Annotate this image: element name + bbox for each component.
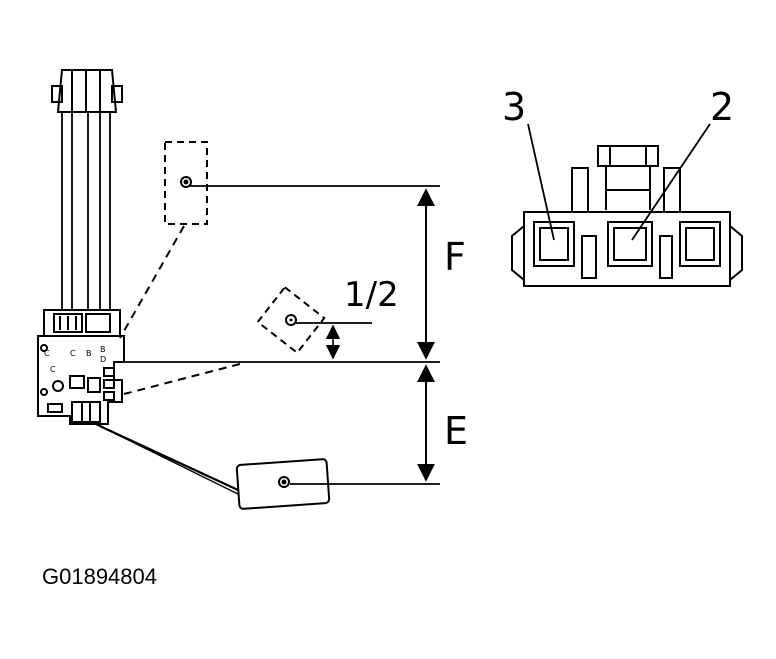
label-terminal-2: 2 [710,85,734,129]
figure-code: G01894804 [42,564,157,589]
label-terminal-3: 3 [502,85,526,129]
float-empty-position [235,458,331,510]
marking-4: B [100,345,106,354]
connector-face-view [511,145,743,287]
wire-harness [61,112,111,312]
marking-2: C [70,349,76,358]
sender-markings: C C B B D C [44,345,106,374]
float-arm-half-dashed [123,363,241,395]
reference-lines [118,185,440,485]
marking-5: D [100,355,106,364]
marking-1: C [44,349,50,358]
float-full-position [164,141,208,225]
float-half-position [256,285,326,355]
float-arm-full-dashed [119,225,185,339]
label-f: F [444,235,466,279]
marking-3: B [86,349,92,358]
leader-terminal-2 [631,123,711,241]
terminal-cavity-1 [679,221,721,267]
label-e: E [444,409,468,453]
label-half: 1/2 [344,275,399,315]
sender-terminal-block [43,309,121,337]
terminal-cavity-2 [607,221,653,267]
wire-connector-plug [51,69,123,113]
leader-terminal-3 [527,123,555,241]
sender-unit [37,69,239,495]
sender-body-plate [37,335,125,425]
terminal-cavity-3 [533,221,575,267]
marking-6: C [50,365,56,374]
